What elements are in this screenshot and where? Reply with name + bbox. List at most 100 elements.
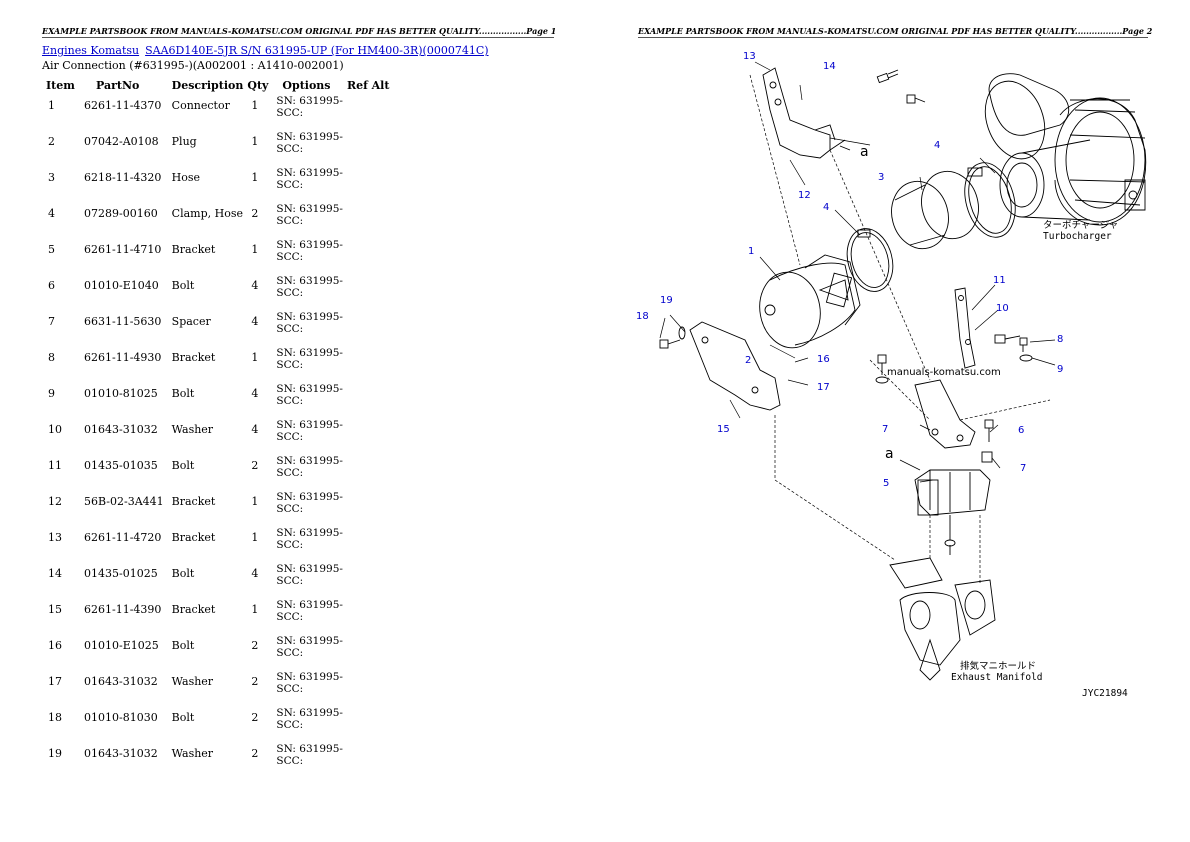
exhaust-manifold-drawing <box>889 557 996 681</box>
bracket-5-drawing <box>914 469 991 516</box>
item-cell: 11 <box>48 459 62 472</box>
qty-cell: 4 <box>251 387 259 400</box>
callout-5: 5 <box>883 478 889 489</box>
options-scc: SCC: <box>276 539 304 551</box>
page-header: EXAMPLE PARTSBOOK FROM MANUALS-KOMATSU.C… <box>42 26 557 36</box>
options-serial: SN: 631995- <box>276 275 343 287</box>
qty-cell: 2 <box>251 675 259 688</box>
hose-clamp-upper-drawing <box>964 162 1016 238</box>
view-mark-a-upper: a <box>860 144 869 160</box>
diagram-svg: 13 14 12 4 3 4 1 19 18 2 16 17 15 11 10 … <box>636 51 1147 699</box>
options-serial: SN: 631995- <box>276 383 343 395</box>
qty-cell: 2 <box>251 639 259 652</box>
options-scc: SCC: <box>276 755 304 767</box>
col-header-item: Item <box>46 78 75 92</box>
ref-alt-cell <box>347 525 395 561</box>
callout-2: 2 <box>745 355 751 366</box>
options-scc: SCC: <box>276 575 304 587</box>
qty-cell: 4 <box>251 423 259 436</box>
partno-cell: 01010-81030 <box>84 711 158 724</box>
callout-15: 15 <box>717 424 730 435</box>
assembly-lines <box>749 74 1051 585</box>
description-cell: Bracket <box>171 351 216 364</box>
view-mark-a-lower: a <box>885 446 894 462</box>
options-cell: SN: 631995-SCC: <box>272 237 347 273</box>
callout-1: 1 <box>748 246 754 257</box>
callout-12: 11 <box>993 275 1006 286</box>
partno-cell: 01643-31032 <box>84 675 158 688</box>
options-cell: SN: 631995-SCC: <box>272 201 347 237</box>
ref-alt-cell <box>347 201 395 237</box>
item-cell: 10 <box>48 423 62 436</box>
description-cell: Bolt <box>171 639 195 652</box>
options-serial: SN: 631995- <box>276 95 343 107</box>
options-serial: SN: 631995- <box>276 635 343 647</box>
header-rule <box>42 37 554 38</box>
item-cell: 7 <box>48 315 55 328</box>
options-cell: SN: 631995-SCC: <box>272 633 347 669</box>
item-cell: 5 <box>48 243 55 256</box>
callout-13: 12 <box>798 190 811 201</box>
partno-cell: 01435-01035 <box>84 459 158 472</box>
description-cell: Bolt <box>171 567 195 580</box>
options-serial: SN: 631995- <box>276 563 343 575</box>
exhaust-manifold-label-en: Exhaust Manifold <box>951 672 1043 683</box>
item-cell: 16 <box>48 639 62 652</box>
col-header-description: Description <box>171 78 244 92</box>
partno-cell: 6261-11-4390 <box>84 603 162 616</box>
breadcrumb-link-engines[interactable]: Engines Komatsu <box>42 44 140 57</box>
col-header-qty: Qty <box>247 78 269 92</box>
options-serial: SN: 631995- <box>276 131 343 143</box>
options-cell: SN: 631995-SCC: <box>272 417 347 453</box>
options-serial: SN: 631995- <box>276 599 343 611</box>
item-cell: 18 <box>48 711 62 724</box>
qty-cell: 2 <box>251 459 259 472</box>
qty-cell: 2 <box>251 207 259 220</box>
ref-alt-cell <box>347 597 395 633</box>
callout-16: 16 <box>817 354 830 365</box>
qty-cell: 2 <box>251 747 259 760</box>
options-cell: SN: 631995-SCC: <box>272 669 347 705</box>
options-cell: SN: 631995-SCC: <box>272 705 347 741</box>
ref-alt-cell <box>347 417 395 453</box>
ref-alt-cell <box>347 93 395 129</box>
breadcrumb-link-model[interactable]: SAA6D140E-5JR S/N 631995-UP (For HM400-3… <box>145 44 489 57</box>
callout-3: 3 <box>878 172 884 183</box>
drawing-code: JYC21894 <box>1082 688 1128 699</box>
item-cell: 15 <box>48 603 62 616</box>
ref-alt-cell <box>347 453 395 489</box>
options-scc: SCC: <box>276 719 304 731</box>
options-cell: SN: 631995-SCC: <box>272 345 347 381</box>
options-cell: SN: 631995-SCC: <box>272 93 347 129</box>
turbocharger-label-en: Turbocharger <box>1043 231 1112 242</box>
qty-cell: 1 <box>251 495 259 508</box>
bracket-13-drawing <box>762 67 836 159</box>
description-cell: Plug <box>171 135 197 148</box>
options-serial: SN: 631995- <box>276 311 343 323</box>
bracket-8-drawing <box>914 379 976 449</box>
turbocharger-drawing <box>984 73 1147 226</box>
partno-cell: 01010-E1040 <box>84 279 159 292</box>
page-2: EXAMPLE PARTSBOOK FROM MANUALS-KOMATSU.C… <box>595 0 1190 842</box>
callout-leaders <box>659 61 1056 483</box>
ref-alt-cell <box>347 309 395 345</box>
watermark-text: manuals-komatsu.com <box>887 367 1001 378</box>
hose-clamp-lower-drawing <box>846 228 894 292</box>
bracket-12-drawing <box>954 287 976 369</box>
partno-cell: 6261-11-4710 <box>84 243 162 256</box>
section-title: Air Connection (#631995-)(A002001 : A141… <box>42 59 344 72</box>
page-header: EXAMPLE PARTSBOOK FROM MANUALS-KOMATSU.C… <box>638 26 1153 36</box>
options-cell: SN: 631995-SCC: <box>272 381 347 417</box>
